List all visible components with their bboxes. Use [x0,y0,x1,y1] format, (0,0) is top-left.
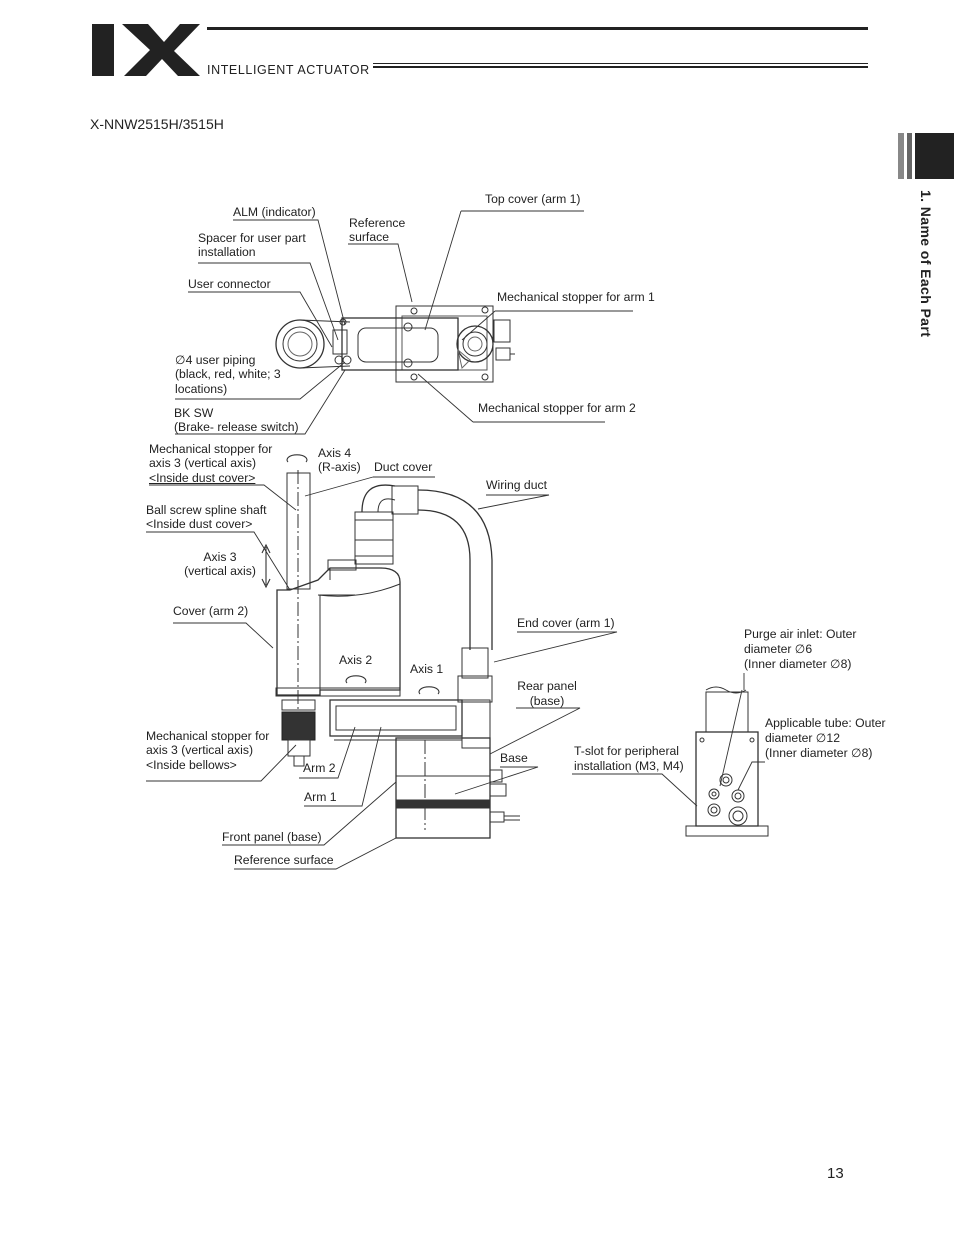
section-title: 1. Name of Each Part [918,190,934,338]
label-alm-indicator: ALM (indicator) [233,205,316,219]
top-view [275,305,515,383]
label-purge-air-1: Purge air inlet: Outer [744,627,857,641]
label-arm2: Arm 2 [303,761,336,775]
label-ball-screw-2: <Inside dust cover> [146,517,253,531]
label-rear-panel-2: (base) [529,694,565,708]
label-applicable-tube-1: Applicable tube: Outer [765,716,886,730]
label-mech-stopper-axis3-bot-1: Mechanical stopper for [146,729,270,743]
label-end-cover: End cover (arm 1) [517,616,615,630]
header-rule-top [207,27,868,30]
label-axis4-2: (R-axis) [318,460,361,474]
label-mech-stopper-arm2: Mechanical stopper for arm 2 [478,401,636,415]
model-title: X-NNW2515H/3515H [90,116,224,132]
label-base: Base [500,751,528,765]
page-number: 13 [827,1165,844,1182]
label-spacer-2: installation [198,245,256,259]
label-ball-screw-1: Ball screw spline shaft [146,503,267,517]
label-user-connector: User connector [188,277,271,291]
section-tab-marker [898,133,954,179]
brand-name: INTELLIGENT ACTUATOR [207,63,370,77]
label-rear-panel-1: Rear panel [517,679,577,693]
label-axis3-2: (vertical axis) [184,564,256,578]
label-mech-stopper-axis3-top-1: Mechanical stopper for [149,442,273,456]
ix-logo [92,24,200,76]
label-cover-arm2: Cover (arm 2) [173,604,249,618]
label-spacer-1: Spacer for user part [198,231,306,245]
label-front-panel: Front panel (base) [222,830,322,844]
label-wiring-duct: Wiring duct [486,478,547,492]
label-tslot-1: T-slot for peripheral [574,744,679,758]
rear-view [685,686,769,837]
label-axis3-1: Axis 3 [203,550,237,564]
label-reference-surface-top-2: surface [349,230,389,244]
side-view [261,454,520,839]
label-mech-stopper-axis3-bot-3: <Inside bellows> [146,758,237,772]
label-mech-stopper-axis3-top-2: axis 3 (vertical axis) [149,456,257,470]
label-purge-air-3: (Inner diameter ∅8) [744,657,852,671]
label-axis4-1: Axis 4 [318,446,352,460]
label-axis1: Axis 1 [410,662,444,676]
label-reference-surface-bottom: Reference surface [234,853,334,867]
label-arm1: Arm 1 [304,790,337,804]
label-user-piping-1: ∅4 user piping [175,353,256,367]
label-mech-stopper-arm1: Mechanical stopper for arm 1 [497,290,655,304]
label-bksw-2: (Brake- release switch) [174,420,299,434]
label-mech-stopper-axis3-bot-2: axis 3 (vertical axis) [146,743,254,757]
label-applicable-tube-3: (Inner diameter ∅8) [765,746,873,760]
label-user-piping-2: (black, red, white; 3 [175,367,281,381]
header-rule-thin [373,63,868,64]
label-axis2: Axis 2 [339,653,373,667]
leader-lines [146,210,765,870]
label-bksw-1: BK SW [174,406,214,420]
label-reference-surface-top-1: Reference [349,216,406,230]
label-duct-cover: Duct cover [374,460,433,474]
header-rule-thick [373,66,868,68]
label-applicable-tube-2: diameter ∅12 [765,731,840,745]
label-top-cover: Top cover (arm 1) [485,192,581,206]
label-purge-air-2: diameter ∅6 [744,642,813,656]
label-tslot-2: installation (M3, M4) [574,759,684,773]
label-mech-stopper-axis3-top-3: <Inside dust cover> [149,471,256,485]
label-user-piping-3: locations) [175,382,228,396]
